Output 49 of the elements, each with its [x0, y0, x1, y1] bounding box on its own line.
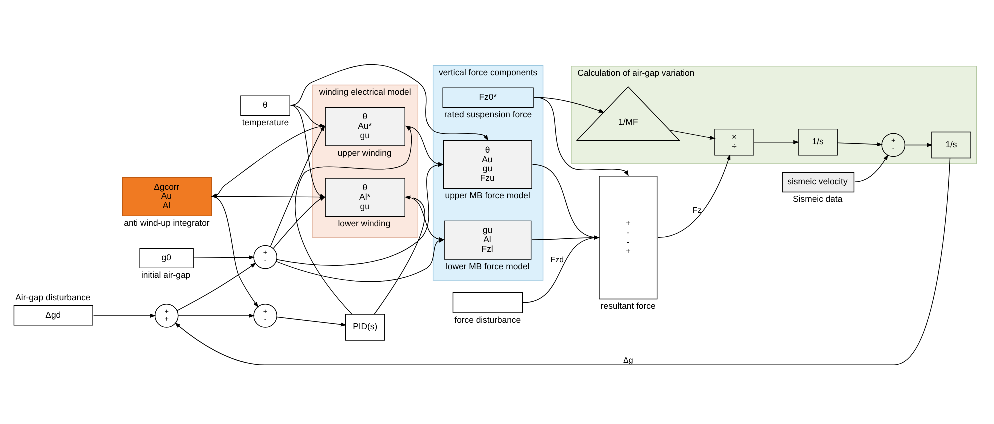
- node-box: Δgd: [13, 304, 93, 326]
- node-box: 1/s: [931, 131, 971, 158]
- node-box: Fz0*: [442, 87, 534, 108]
- node-circle: + -: [253, 304, 277, 328]
- arrow: [533, 96, 628, 176]
- node-label: upper MB force model: [444, 190, 530, 200]
- arrow: [533, 96, 604, 112]
- node-box: PID(s): [344, 314, 385, 340]
- arrow: [374, 195, 425, 314]
- node-label: anti wind-up integrator: [124, 217, 210, 228]
- arrow: [290, 64, 488, 141]
- arrow: [92, 313, 156, 318]
- edge-label: Δg: [623, 355, 633, 364]
- node-label: temperature: [242, 116, 289, 127]
- arrow: [212, 196, 258, 308]
- arrow: [176, 262, 256, 311]
- arrow: [836, 142, 882, 146]
- node-box: θ: [240, 95, 290, 116]
- node-box: g0: [139, 248, 194, 268]
- node-box: [452, 292, 523, 313]
- arrow: [904, 142, 933, 147]
- arrow: [178, 313, 254, 318]
- node-box: × ÷: [714, 128, 754, 156]
- arrow: [276, 238, 444, 282]
- edge-label: Fz: [692, 206, 702, 215]
- node-label: rated suspension force: [444, 108, 532, 119]
- node-label: lower winding: [338, 218, 390, 228]
- node-label: lower MB force model: [445, 260, 530, 271]
- node-box: + - - +: [598, 175, 658, 300]
- node-label: resultant force: [600, 300, 656, 311]
- arrow: [174, 157, 950, 365]
- node-box: 1/s: [798, 128, 838, 156]
- node-circle: + +: [154, 304, 178, 328]
- node-label: Sismeic data: [792, 194, 842, 204]
- node-label: force disturbance: [454, 314, 521, 324]
- node-circle: + -: [253, 244, 277, 269]
- arrow: [276, 316, 346, 326]
- arrow: [272, 196, 326, 249]
- node-label: Air-gap disturbance: [15, 292, 90, 302]
- arrow: [854, 154, 888, 182]
- arrow: [753, 140, 799, 144]
- arrow: [193, 255, 254, 260]
- arrow: [294, 125, 412, 314]
- node-label: initial air-gap: [141, 270, 190, 280]
- edge-label: Fzd: [550, 254, 564, 264]
- arrow: [669, 130, 716, 140]
- arrow: [657, 154, 730, 238]
- node-circle: + -: [881, 132, 906, 157]
- node-label: upper winding: [337, 147, 392, 158]
